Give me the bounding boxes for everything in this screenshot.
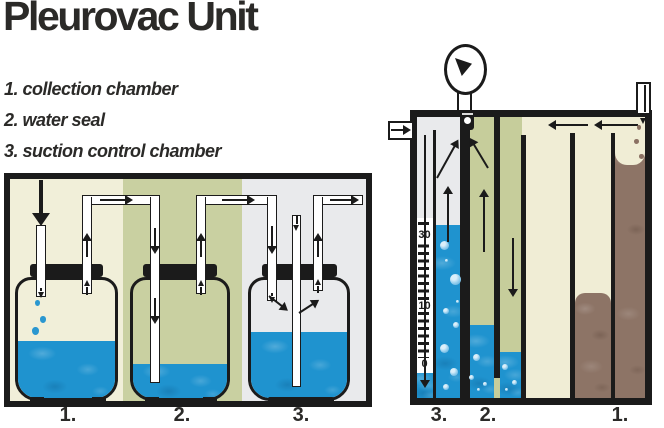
airflow-arrow-down (267, 226, 277, 254)
patient-tube-inner-wall (644, 85, 646, 112)
bubble (477, 388, 480, 391)
legend-item-suction-control: 3. suction control chamber (4, 141, 222, 161)
airflow-arrow-down (508, 238, 518, 297)
bottle-1-water (18, 341, 115, 398)
airflow-arrow-right (222, 195, 255, 205)
airflow-arrow-tube-tip (83, 280, 91, 295)
airflow-arrow-up (443, 186, 453, 242)
bubble (450, 368, 458, 376)
bubble (440, 344, 449, 353)
airflow-arrow-suction-port (391, 125, 411, 135)
airflow-arrow-down-long (420, 135, 430, 388)
bubble (505, 388, 508, 391)
bubble (512, 380, 517, 385)
relief-valve-icon (461, 111, 474, 130)
collection-column-2-drainage (575, 293, 611, 398)
bubble (445, 259, 448, 262)
page-title: Pleurovac Unit (3, 0, 259, 39)
water-seal-left-water (470, 325, 494, 398)
airflow-arrow-right (100, 195, 133, 205)
drainage-droplet (639, 154, 644, 159)
drainage-droplet (634, 139, 639, 144)
legend-item-water-seal: 2. water seal (4, 110, 105, 130)
bubble (443, 384, 449, 390)
airflow-arrow-left (594, 120, 638, 130)
bottle-2-label: 2. (173, 404, 191, 426)
airflow-arrow-tube-tip (37, 288, 45, 298)
bottle-2-water (133, 364, 227, 398)
bottle-3-label: 3. (292, 404, 310, 426)
bottle-1-foot (92, 397, 106, 404)
bottle-1-collection (15, 277, 118, 401)
chamber-divider (460, 117, 470, 398)
patient-tube (36, 225, 46, 297)
bubble (483, 382, 487, 386)
suction-scale-ticks (418, 222, 429, 372)
gauge-needle-icon (455, 58, 472, 76)
patient-tube-inlet (636, 82, 651, 115)
bubble (456, 300, 459, 303)
bubble (450, 274, 461, 285)
suction-chamber-tube-wall (433, 130, 436, 398)
bottle-3-water (251, 332, 347, 398)
drainage-droplet (637, 125, 641, 130)
bubble (469, 375, 474, 380)
legend-item-collection-chamber: 1. collection chamber (4, 79, 178, 99)
airflow-arrow-tube-tip (314, 279, 322, 293)
legend: 1. collection chamber 2. water seal 3. s… (4, 74, 222, 167)
bottle-3-base (268, 397, 334, 404)
water-seal-center-wall (494, 117, 500, 378)
bottle-2-water-seal (130, 277, 230, 401)
tube-b3-atmosphere-vent (292, 215, 301, 387)
airflow-arrow-down (150, 228, 160, 254)
bubble (453, 322, 459, 328)
water-seal-right-wall (521, 135, 526, 398)
airflow-arrow-up (196, 233, 206, 257)
airflow-arrow-up (479, 189, 489, 252)
bubble (440, 241, 449, 250)
bubble (443, 308, 449, 314)
airflow-arrow-tube-tip (197, 280, 205, 295)
bottle-2-foot (145, 397, 159, 404)
airflow-arrow-vent-in (292, 216, 301, 231)
bottle-1-label: 1. (59, 404, 77, 426)
airflow-arrow-up (313, 233, 323, 257)
collection-wall-1 (570, 133, 575, 398)
airflow-arrow-left (548, 120, 588, 130)
tube-b2-inlet-long (150, 197, 160, 383)
valve-notch (462, 113, 473, 115)
drainage-droplet (40, 316, 46, 323)
unit-water-seal-label: 2. (479, 404, 497, 426)
collection-wall-2 (611, 133, 615, 398)
airflow-arrow-from-patient (32, 180, 50, 226)
unit-suction-label: 3. (430, 404, 448, 426)
airflow-arrow-patient-in (639, 113, 648, 124)
bottle-2-foot (203, 397, 217, 404)
valve-center (464, 117, 471, 124)
airflow-arrow-to-suction (330, 195, 359, 205)
suction-gauge-icon (444, 44, 487, 95)
airflow-arrow-down (150, 298, 160, 324)
bubble (473, 354, 480, 361)
bubble (502, 364, 508, 370)
unit-collection-label: 1. (611, 404, 629, 426)
bottle-1-foot (30, 397, 44, 404)
water-seal-right-water (500, 352, 521, 398)
drainage-droplet (35, 300, 40, 306)
drainage-droplet (32, 327, 39, 335)
airflow-arrow-up (82, 233, 92, 257)
